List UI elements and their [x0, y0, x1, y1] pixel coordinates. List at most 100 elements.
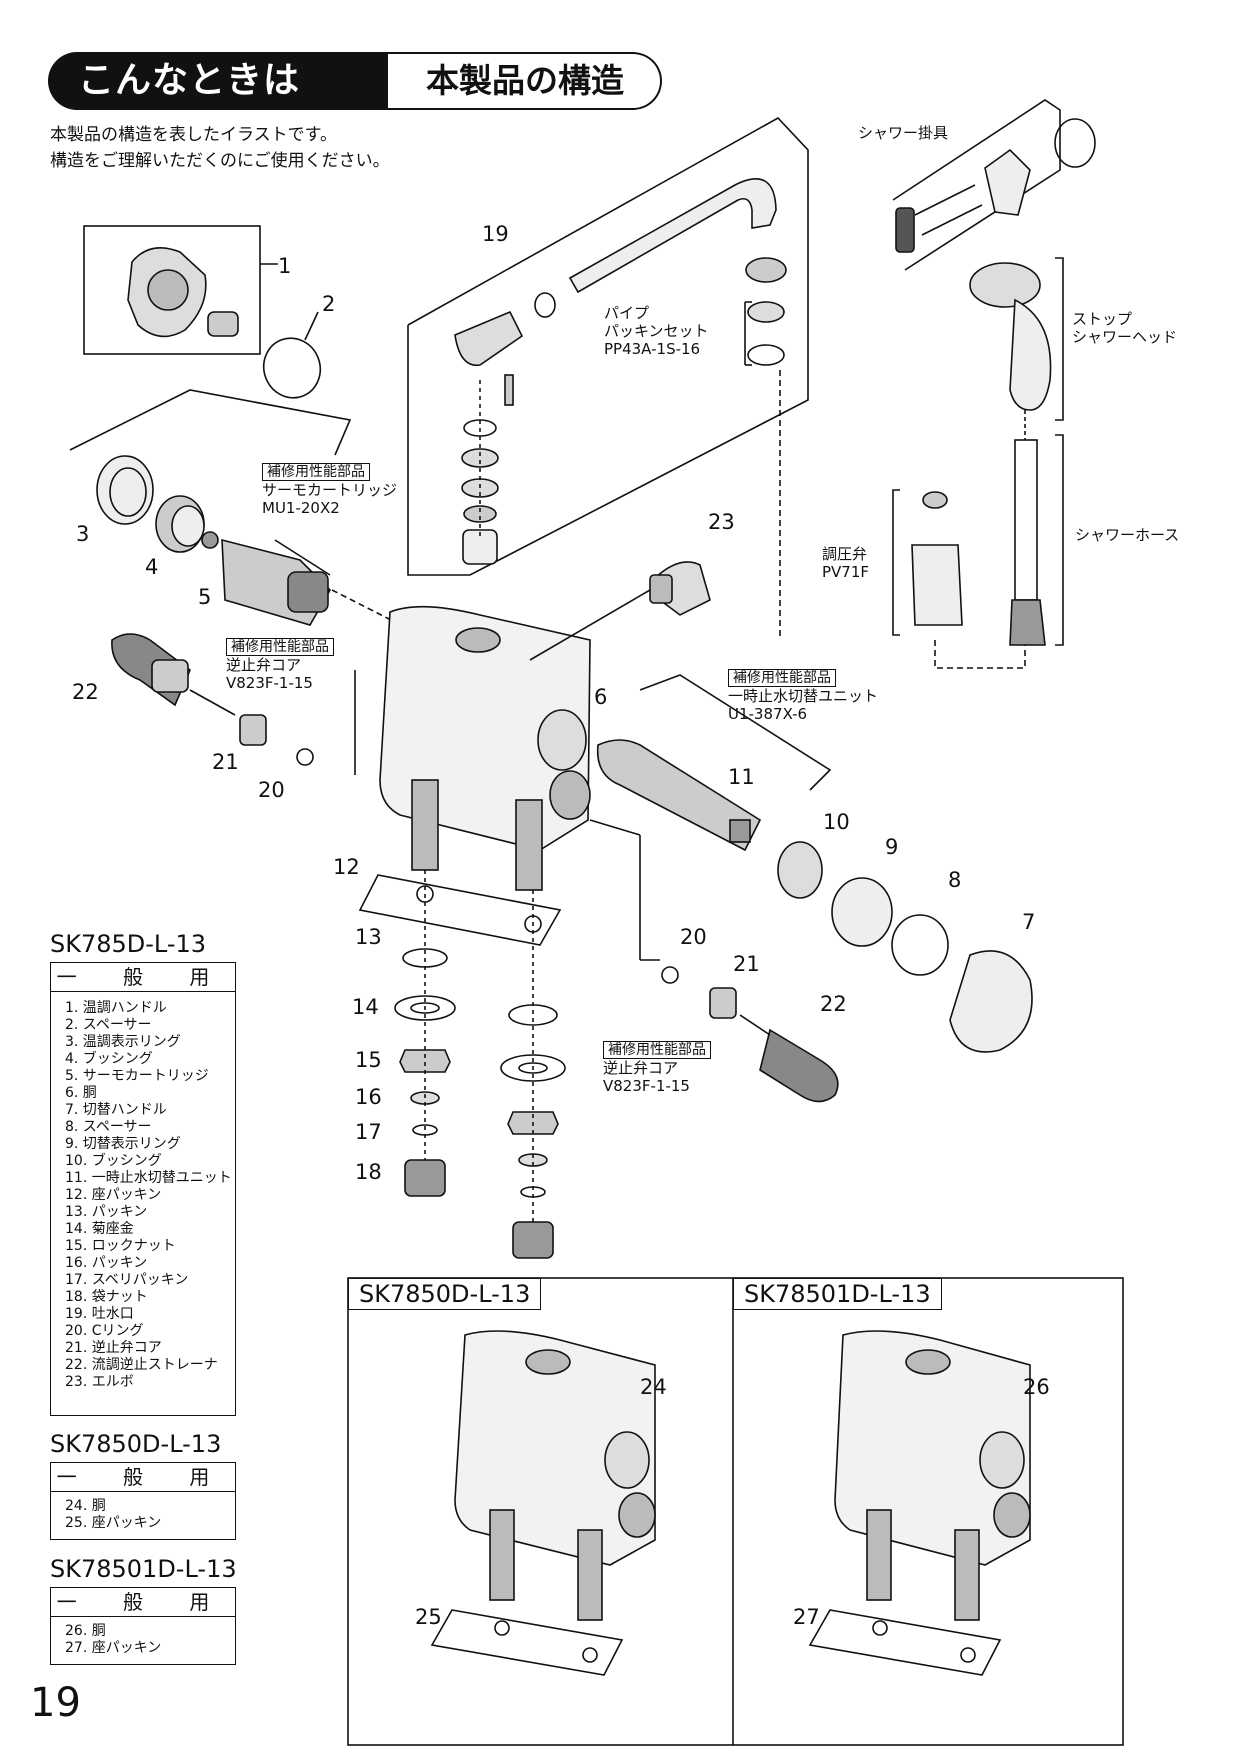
- table-row: 20. Cリング: [65, 1323, 144, 1339]
- callout-20-left: 20: [258, 778, 285, 802]
- label-line: V823F-1-15: [603, 1077, 690, 1095]
- intro-line-2: 構造をご理解いただくのにご使用ください。: [50, 151, 390, 171]
- callout-13: 13: [355, 925, 382, 949]
- callout-3: 3: [76, 522, 90, 546]
- table-row: 10. ブッシング: [65, 1153, 162, 1169]
- table-row: 21. 逆止弁コア: [65, 1340, 162, 1356]
- callout-21-right: 21: [733, 952, 760, 976]
- variant-title-1: SK7850D-L-13: [348, 1278, 542, 1310]
- table-row: 17. スベリパッキン: [65, 1272, 189, 1288]
- callout-22-right: 22: [820, 992, 847, 1016]
- strainer-left-drawing: [111, 633, 191, 707]
- header-title-primary: こんなときは: [48, 52, 388, 110]
- callout-20-right: 20: [680, 925, 707, 949]
- callout-4: 4: [145, 555, 159, 579]
- label-line: 逆止弁コア: [603, 1059, 679, 1077]
- label-line: PP43A-1S-16: [604, 340, 701, 358]
- switch-handle-drawing: [949, 950, 1033, 1053]
- table-header: 一 般 用: [51, 963, 235, 992]
- table-row: 25. 座パッキン: [65, 1515, 162, 1531]
- label-pressure-valve: 調圧弁 PV71F: [822, 545, 869, 581]
- label-stop-unit: 補修用性能部品 一時止水切替ユニット U1-387X-6: [728, 668, 878, 723]
- table-header: 一 般 用: [51, 1463, 235, 1492]
- label-line: 調圧弁: [822, 545, 868, 563]
- callout-25: 25: [415, 1605, 442, 1629]
- parts-table-2: 一 般 用 24. 胴 25. 座パッキン: [50, 1462, 236, 1540]
- intro-text: 本製品の構造を表したイラストです。 構造をご理解いただくのにご使用ください。: [50, 122, 390, 174]
- callout-15: 15: [355, 1048, 382, 1072]
- table-body: 24. 胴 25. 座パッキン: [51, 1492, 235, 1532]
- label-thermo-cartridge: 補修用性能部品 サーモカートリッジ MU1-20X2: [262, 462, 397, 517]
- table-row: 22. 流調逆止ストレーナ: [65, 1357, 218, 1373]
- table-row: 23. エルボ: [65, 1374, 134, 1390]
- table-row: 24. 胴: [65, 1498, 106, 1514]
- table-row: 3. 温調表示リング: [65, 1034, 181, 1050]
- callout-12: 12: [333, 855, 360, 879]
- table-2-model: SK7850D-L-13: [50, 1430, 222, 1458]
- table-row: 13. パッキン: [65, 1204, 148, 1220]
- callout-10: 10: [823, 810, 850, 834]
- table-row: 14. 菊座金: [65, 1221, 134, 1237]
- label-line: V823F-1-15: [226, 674, 313, 692]
- label-line: ストップ: [1072, 310, 1133, 328]
- label-line: MU1-20X2: [262, 499, 340, 517]
- callout-7: 7: [1022, 910, 1036, 934]
- callout-27: 27: [793, 1605, 820, 1629]
- shower-head-drawing: [969, 262, 1052, 411]
- callout-1: 1: [278, 254, 292, 278]
- table-row: 26. 胴: [65, 1623, 106, 1639]
- repair-part-badge: 補修用性能部品: [226, 638, 334, 656]
- spout-part-box: [407, 116, 809, 576]
- label-line: サーモカートリッジ: [262, 481, 398, 499]
- intro-line-1: 本製品の構造を表したイラストです。: [50, 125, 337, 145]
- faucet-body-drawing: [379, 605, 591, 891]
- table-row: 16. パッキン: [65, 1255, 148, 1271]
- table-row: 7. 切替ハンドル: [65, 1102, 167, 1118]
- thermo-cartridge-drawing: [201, 531, 331, 626]
- callout-6: 6: [594, 685, 608, 709]
- callout-17: 17: [355, 1120, 382, 1144]
- callout-23: 23: [708, 510, 735, 534]
- table-row: 12. 座パッキン: [65, 1187, 162, 1203]
- callout-2: 2: [322, 292, 336, 316]
- callout-19: 19: [482, 222, 509, 246]
- table-row: 19. 吐水口: [65, 1306, 134, 1322]
- table-row: 15. ロックナット: [65, 1238, 176, 1254]
- table-body: 26. 胴 27. 座パッキン: [51, 1617, 235, 1657]
- callout-21-left: 21: [212, 750, 239, 774]
- table-row: 27. 座パッキン: [65, 1640, 162, 1656]
- label-line: パッキンセット: [604, 322, 709, 340]
- parts-table-3: 一 般 用 26. 胴 27. 座パッキン: [50, 1587, 236, 1665]
- table-body: 1. 温調ハンドル 2. スペーサー 3. 温調表示リング 4. ブッシング 5…: [51, 992, 235, 1391]
- callout-18: 18: [355, 1160, 382, 1184]
- label-line: シャワーヘッド: [1072, 328, 1178, 346]
- table-row: 6. 胴: [65, 1085, 97, 1101]
- label-line: U1-387X-6: [728, 705, 808, 723]
- table-row: 2. スペーサー: [65, 1017, 152, 1033]
- temperature-handle-drawing: [127, 246, 239, 338]
- label-shower-holder: シャワー掛具: [858, 124, 949, 142]
- header-title-secondary: 本製品の構造: [388, 52, 662, 110]
- table-row: 18. 袋ナット: [65, 1289, 148, 1305]
- table-row: 1. 温調ハンドル: [65, 1000, 167, 1016]
- repair-part-badge: 補修用性能部品: [603, 1041, 711, 1059]
- repair-part-badge: 補修用性能部品: [262, 463, 370, 481]
- elbow-drawing: [649, 561, 711, 616]
- label-check-valve-left: 補修用性能部品 逆止弁コア V823F-1-15: [226, 637, 334, 692]
- callout-5: 5: [198, 585, 212, 609]
- callout-16: 16: [355, 1085, 382, 1109]
- table-row: 9. 切替表示リング: [65, 1136, 181, 1152]
- table-row: 5. サーモカートリッジ: [65, 1068, 209, 1084]
- page-number: 19: [30, 1680, 81, 1726]
- callout-26: 26: [1023, 1375, 1050, 1399]
- callout-24: 24: [640, 1375, 667, 1399]
- label-pipe-packing: パイプ パッキンセット PP43A-1S-16: [604, 304, 709, 358]
- label-line: 一時止水切替ユニット: [728, 687, 879, 705]
- variant-body-24-drawing: [430, 1330, 656, 1676]
- callout-9: 9: [885, 835, 899, 859]
- handle-part-box: [83, 225, 261, 355]
- temp-indicator-ring-drawing: [96, 455, 154, 525]
- label-line: パイプ: [604, 304, 650, 322]
- label-stop-shower-head: ストップ シャワーヘッド: [1072, 310, 1177, 346]
